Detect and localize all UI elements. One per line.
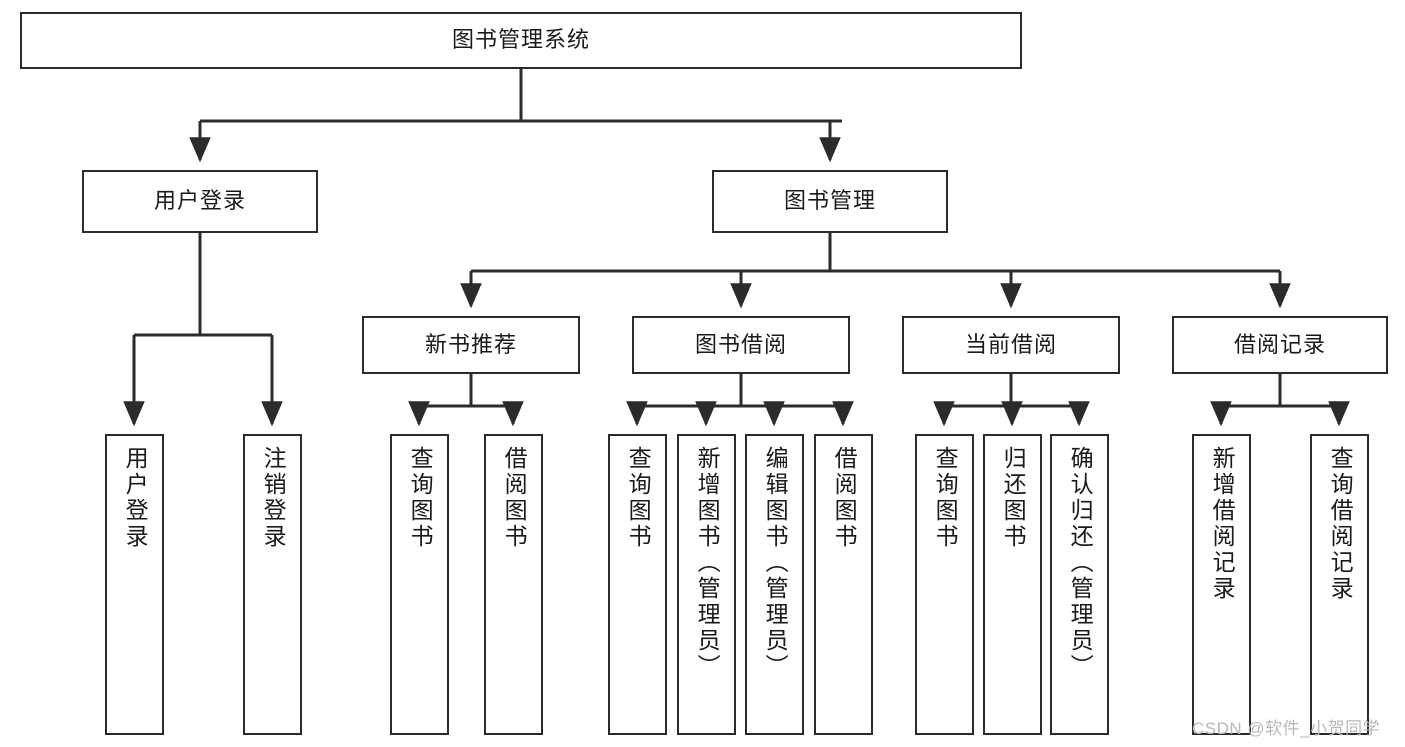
node-leaf-label: 查询借阅记录	[1327, 446, 1354, 602]
node-leaf-label: 用户登录	[122, 446, 149, 550]
node-leaf-user-logout[interactable]: 注销登录	[243, 434, 302, 735]
node-leaf-label: 新增借阅记录	[1209, 446, 1236, 602]
node-new-book-rec-label: 新书推荐	[424, 331, 517, 357]
node-user-login[interactable]: 用户登录	[82, 170, 318, 233]
node-leaf-label: 新增图书（管理员）	[694, 446, 721, 680]
node-leaf-label: 编辑图书（管理员）	[762, 446, 789, 680]
node-user-login-label: 用户登录	[153, 188, 246, 214]
node-root-label: 图书管理系统	[451, 27, 590, 53]
node-current-borrow-label: 当前借阅	[964, 331, 1057, 357]
node-leaf-query-book-1[interactable]: 查询图书	[390, 434, 449, 735]
node-book-borrow-label: 图书借阅	[694, 331, 787, 357]
node-borrow-record-label: 借阅记录	[1233, 331, 1326, 357]
node-leaf-label: 借阅图书	[501, 446, 528, 550]
node-current-borrow[interactable]: 当前借阅	[902, 316, 1120, 374]
node-leaf-add-book[interactable]: 新增图书（管理员）	[677, 434, 736, 735]
node-borrow-record[interactable]: 借阅记录	[1172, 316, 1388, 374]
node-leaf-label: 查询图书	[932, 446, 959, 550]
node-leaf-label: 注销登录	[260, 446, 287, 550]
node-leaf-query-book-3[interactable]: 查询图书	[915, 434, 974, 735]
node-leaf-label: 确认归还（管理员）	[1067, 446, 1094, 680]
node-leaf-borrow-book-2[interactable]: 借阅图书	[814, 434, 873, 735]
node-leaf-edit-book[interactable]: 编辑图书（管理员）	[745, 434, 804, 735]
node-leaf-confirm-return[interactable]: 确认归还（管理员）	[1050, 434, 1109, 735]
node-book-borrow[interactable]: 图书借阅	[632, 316, 850, 374]
node-root[interactable]: 图书管理系统	[20, 12, 1022, 69]
node-leaf-query-book-2[interactable]: 查询图书	[608, 434, 667, 735]
node-leaf-label: 借阅图书	[831, 446, 858, 550]
node-leaf-return-book[interactable]: 归还图书	[983, 434, 1042, 735]
node-new-book-rec[interactable]: 新书推荐	[362, 316, 580, 374]
node-leaf-borrow-book-1[interactable]: 借阅图书	[484, 434, 543, 735]
node-leaf-add-record[interactable]: 新增借阅记录	[1192, 434, 1251, 735]
node-leaf-label: 查询图书	[407, 446, 434, 550]
node-leaf-label: 查询图书	[625, 446, 652, 550]
node-book-manage-label: 图书管理	[783, 188, 876, 214]
node-leaf-query-record[interactable]: 查询借阅记录	[1310, 434, 1369, 735]
node-leaf-user-login[interactable]: 用户登录	[105, 434, 164, 735]
node-book-manage[interactable]: 图书管理	[712, 170, 948, 233]
node-leaf-label: 归还图书	[1000, 446, 1027, 550]
watermark: CSDN @软件_小贺同学	[1192, 719, 1381, 738]
